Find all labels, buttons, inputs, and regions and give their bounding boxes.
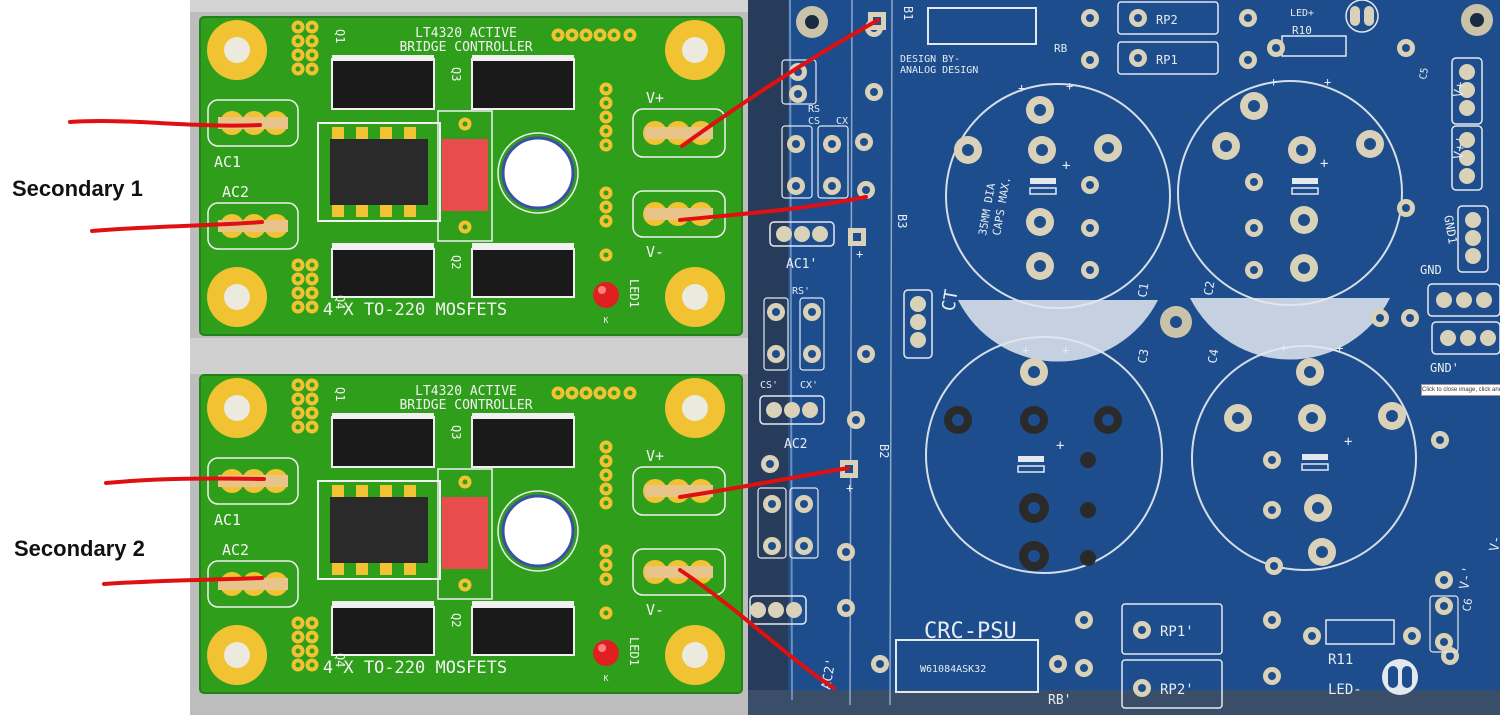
- rs-label: RS: [808, 104, 820, 115]
- led1-label: LED1: [627, 279, 641, 308]
- vminus2-label: V-': [1457, 565, 1476, 591]
- q2-label: Q2: [449, 255, 463, 269]
- ac2-label: AC2: [784, 437, 807, 452]
- b2-label: B2: [877, 444, 891, 458]
- plus-mark: +: [1056, 438, 1064, 454]
- ac2-label: AC2: [222, 541, 249, 559]
- design-line2: ANALOG DESIGN: [900, 65, 978, 76]
- ac2-label: AC2: [222, 183, 249, 201]
- cs-label: CS: [808, 116, 820, 127]
- design-line1: DESIGN BY-: [900, 54, 960, 65]
- k-label: K: [604, 674, 609, 683]
- title-line1: LT4320 ACTIVE: [415, 26, 517, 41]
- cx2-label: CX': [800, 380, 818, 391]
- ac1-label: AC1': [786, 257, 817, 272]
- plus-mark: +: [1320, 156, 1328, 172]
- c4-label: C4: [1205, 348, 1221, 365]
- rb-label: RB: [1054, 42, 1068, 55]
- plus-mark: +: [1018, 81, 1025, 95]
- vplus-label: V+: [646, 89, 664, 107]
- led-plus-label: LED+: [1290, 8, 1314, 19]
- q4-label: Q4: [333, 653, 347, 667]
- bottom-text: 4 X TO-220 MOSFETS: [323, 658, 507, 678]
- vplus-label: V+: [646, 447, 664, 465]
- pcb-title: CRC-PSU: [924, 619, 1017, 644]
- vminus-label: V-: [646, 243, 664, 261]
- red-wires: [68, 18, 880, 690]
- rp1b-label: RP1': [1160, 624, 1194, 640]
- vplus2-label: V+': [1451, 135, 1470, 161]
- title-line2: BRIDGE CONTROLLER: [399, 398, 532, 413]
- vminus-label: V-: [1487, 535, 1500, 553]
- wire-vplus-2: [678, 466, 850, 499]
- k-label: K: [604, 316, 609, 325]
- wire-ac1-secondary2: [104, 476, 266, 485]
- plus-mark: +: [1270, 75, 1277, 89]
- ac1-label: AC1: [214, 153, 241, 171]
- c6-label: C6: [1460, 597, 1475, 612]
- wire-ac2-secondary1: [90, 220, 264, 233]
- wire-ac2-secondary2: [102, 576, 264, 586]
- green-pcb-2: LT4320 ACTIVE BRIDGE CONTROLLER 4 X TO-2…: [199, 374, 743, 694]
- q3-label: Q3: [449, 67, 463, 81]
- secondary-1-label: Secondary 1: [12, 176, 143, 201]
- gnd-label: GND: [1420, 263, 1442, 277]
- ct-label: CT: [938, 288, 962, 313]
- q2-label: Q2: [449, 613, 463, 627]
- ac1-label: AC1: [214, 511, 241, 529]
- c5-label: C5: [1418, 67, 1431, 81]
- wire-vplus-1: [680, 18, 880, 148]
- q1-label: Q1: [333, 29, 347, 43]
- cs2-label: CS': [760, 380, 778, 391]
- wire-vminus-1: [678, 195, 868, 222]
- rp2b-label: RP2': [1160, 682, 1194, 698]
- q4-label: Q4: [333, 295, 347, 309]
- r10-label: R10: [1292, 24, 1312, 37]
- rb2-label: RB': [1048, 693, 1071, 708]
- rp1-label: RP1: [1156, 53, 1178, 67]
- led1-label: LED1: [627, 637, 641, 666]
- c1-label: C1: [1135, 282, 1151, 299]
- plus-mark: +: [1022, 343, 1029, 357]
- part-number: W61084ASK32: [920, 664, 986, 675]
- wire-ac1-secondary1: [68, 119, 262, 128]
- plus-mark: +: [1062, 343, 1069, 357]
- cx-label: CX: [836, 116, 848, 127]
- plus-mark: +: [1324, 75, 1331, 89]
- secondary-2-label: Secondary 2: [14, 536, 145, 561]
- c3-label: C3: [1135, 348, 1151, 365]
- green-pcb-1: LT4320 ACTIVE BRIDGE CONTROLLER 4 X TO-2…: [199, 16, 743, 336]
- r11-label: R11: [1328, 652, 1353, 668]
- wire-vminus-2: [678, 568, 836, 690]
- led-minus-label: LED-: [1328, 682, 1362, 698]
- bottom-text: 4 X TO-220 MOSFETS: [323, 300, 507, 320]
- plus-mark: +: [846, 481, 853, 495]
- rp2-label: RP2: [1156, 13, 1178, 27]
- c2-label: C2: [1201, 280, 1217, 297]
- plus-mark: +: [856, 247, 863, 261]
- q1-label: Q1: [333, 387, 347, 401]
- close-image-tooltip[interactable]: Click to close image, click and drag to …: [1421, 384, 1500, 396]
- plus-mark: +: [1066, 79, 1073, 93]
- title-line2: BRIDGE CONTROLLER: [399, 40, 532, 55]
- rs2-label: RS': [792, 286, 810, 297]
- gnd2-label: GND': [1430, 361, 1459, 375]
- vplus-label: V+: [1451, 81, 1469, 99]
- q3-label: Q3: [449, 425, 463, 439]
- vminus-label: V-: [646, 601, 664, 619]
- plus-mark: +: [1344, 434, 1352, 450]
- title-line1: LT4320 ACTIVE: [415, 384, 517, 399]
- blue-pcb-photo: B1 B3 B2 RB RB' RP2 RP1 RP1' RP2' LED+ L…: [748, 0, 1500, 715]
- plus-mark: +: [1280, 341, 1287, 355]
- b1-label: B1: [901, 6, 915, 20]
- plus-mark: +: [1336, 341, 1343, 355]
- plus-mark: +: [1062, 158, 1070, 174]
- b3-label: B3: [895, 214, 909, 228]
- gnd1-label: GND1: [1441, 214, 1460, 245]
